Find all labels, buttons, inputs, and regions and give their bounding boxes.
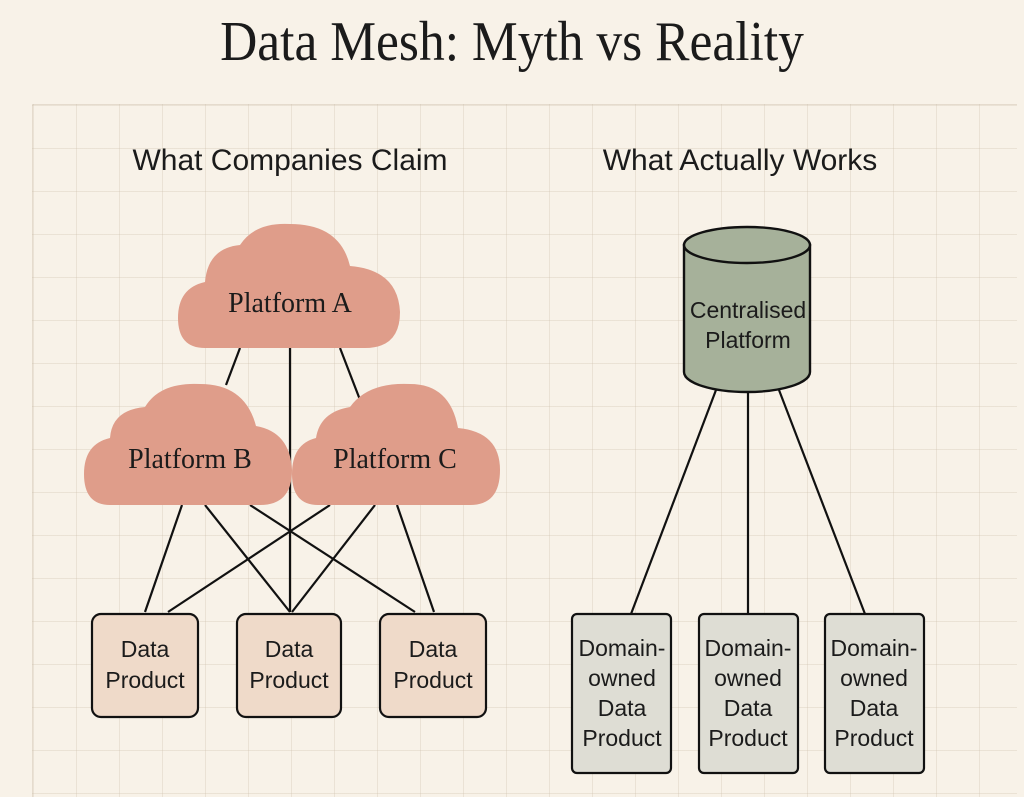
connector-c-product2	[291, 504, 376, 613]
product-3-line-2: Product	[393, 667, 473, 693]
label-text: Product	[708, 725, 788, 751]
connector-c-product3	[395, 504, 436, 613]
domain-product-1: Domain- owned Data Product	[570, 612, 673, 775]
cloud-platform-b: Platform B	[84, 383, 292, 505]
platform-b-label: Platform B	[128, 444, 252, 475]
label-text: Data	[724, 695, 773, 721]
data-product-1: Data Product	[90, 612, 200, 719]
label-text: Data	[850, 695, 899, 721]
label-text: Domain-	[579, 635, 666, 661]
data-product-3: Data Product	[378, 612, 488, 719]
domain-product-3: Domain- owned Data Product	[823, 612, 926, 775]
connector-b-product1	[143, 504, 184, 613]
left-products: Data Product Data Product Data Product	[90, 612, 488, 719]
cloud-platform-c: Platform C	[292, 383, 500, 505]
right-connectors	[629, 389, 867, 615]
platform-c-label: Platform C	[333, 444, 457, 475]
domain-product-2: Domain- owned Data Product	[697, 612, 800, 775]
label-text: owned	[588, 665, 656, 691]
left-connectors	[143, 347, 436, 613]
page-title: Data Mesh: Myth vs Reality	[220, 11, 804, 73]
connector-a-c	[338, 347, 364, 406]
right-products: Domain- owned Data Product Domain- owned…	[570, 612, 926, 775]
label-text: Product	[582, 725, 662, 751]
central-platform-line-2: Platform	[705, 327, 791, 353]
label-text: Product	[834, 725, 914, 751]
cloud-platform-a: Platform A	[178, 223, 400, 348]
product-3-line-1: Data	[409, 636, 458, 662]
right-heading: What Actually Works	[602, 144, 878, 177]
connector-central-product1	[629, 389, 718, 615]
cylinder-centralised-platform: Centralised Platform	[682, 225, 812, 394]
platform-a-label: Platform A	[228, 288, 352, 319]
label-text: owned	[840, 665, 908, 691]
product-2-line-2: Product	[249, 667, 329, 693]
product-1-line-2: Product	[105, 667, 185, 693]
connector-central-product3	[777, 389, 867, 615]
label-text: Data	[598, 695, 647, 721]
data-product-2: Data Product	[235, 612, 343, 719]
central-platform-line-1: Centralised	[690, 297, 806, 323]
label-text: Domain-	[705, 635, 792, 661]
product-2-line-1: Data	[265, 636, 314, 662]
connector-a-b	[224, 347, 242, 386]
left-heading: What Companies Claim	[132, 144, 448, 177]
connector-c-product1	[167, 504, 331, 613]
label-text: owned	[714, 665, 782, 691]
product-1-line-1: Data	[121, 636, 170, 662]
label-text: Domain-	[831, 635, 918, 661]
